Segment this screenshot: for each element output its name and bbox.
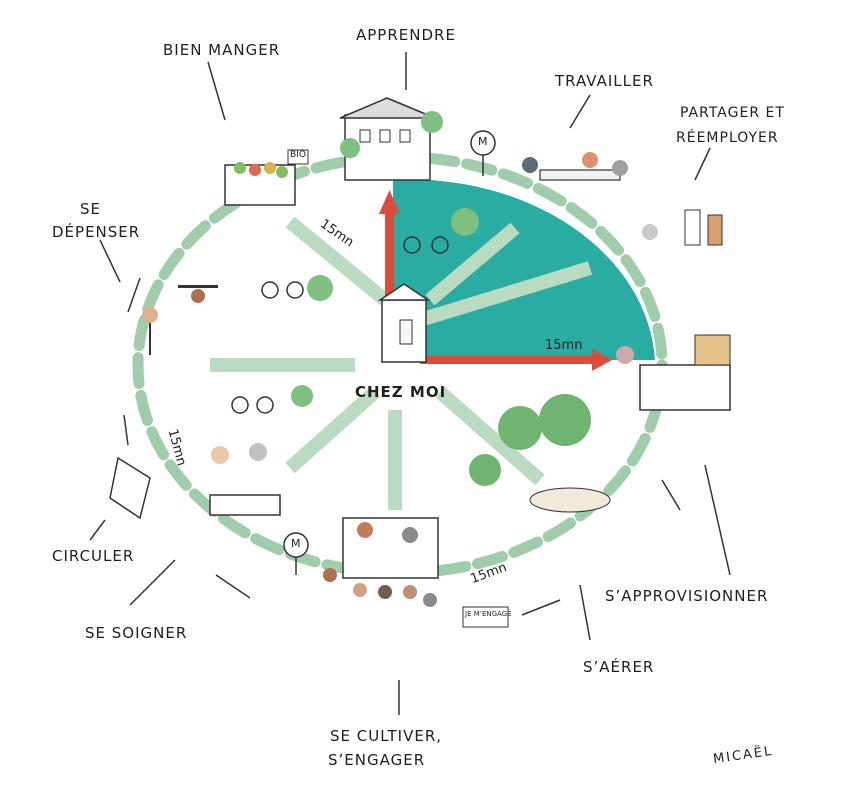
label-se-depenser-line1: SE bbox=[80, 200, 101, 218]
label-apprendre: APPRENDRE bbox=[356, 26, 456, 44]
metro-sign-top: M bbox=[478, 135, 488, 148]
exercise-icon bbox=[142, 285, 218, 355]
label-bien-manger: BIEN MANGER bbox=[163, 41, 281, 59]
distance-label-right: 15mn bbox=[545, 338, 583, 353]
metro-sign-bottom: M bbox=[291, 537, 301, 550]
label-se-cultiver-line2: S’ENGAGER bbox=[328, 751, 426, 769]
radial-paths bbox=[210, 216, 593, 510]
label-partager-line2: RÉEMPLOYER bbox=[676, 130, 779, 146]
label-se-depenser-line2: DÉPENSER bbox=[52, 223, 141, 241]
label-circuler: CIRCULER bbox=[52, 547, 135, 565]
double-arrows bbox=[123, 277, 681, 616]
metro-icon-top bbox=[470, 130, 496, 176]
hub-label: CHEZ MOI bbox=[355, 383, 447, 401]
label-partager-line1: PARTAGER ET bbox=[680, 105, 785, 121]
label-travailler: TRAVAILLER bbox=[555, 72, 654, 90]
bakery-shop-icon bbox=[616, 334, 731, 411]
label-se-soigner: SE SOIGNER bbox=[85, 624, 188, 642]
school-icon bbox=[339, 97, 443, 181]
bio-sign: BIO bbox=[290, 150, 306, 160]
bus-shelter-icon bbox=[109, 456, 151, 520]
market-stall-icon bbox=[224, 149, 309, 206]
doctor-desk-icon bbox=[209, 443, 281, 516]
teal-quarter bbox=[393, 179, 655, 360]
office-table-icon bbox=[522, 152, 628, 181]
label-connectors bbox=[89, 52, 731, 715]
metro-icon-bottom bbox=[283, 532, 309, 575]
label-s-aerer: S’AÉRER bbox=[583, 658, 655, 676]
cyclists-and-trees-icon bbox=[231, 208, 479, 414]
je-m-engage-sign: JE M’ENGAGE bbox=[465, 610, 512, 618]
central-house-icon bbox=[377, 283, 431, 363]
label-se-cultiver-line1: SE CULTIVER, bbox=[330, 727, 443, 745]
culture-crowd-icon bbox=[323, 517, 509, 628]
label-s-approvisionner: S’APPROVISIONNER bbox=[605, 587, 769, 605]
red-arrows bbox=[379, 190, 612, 371]
park-trees-icon bbox=[469, 394, 611, 513]
reuse-furniture-icon bbox=[642, 209, 723, 246]
